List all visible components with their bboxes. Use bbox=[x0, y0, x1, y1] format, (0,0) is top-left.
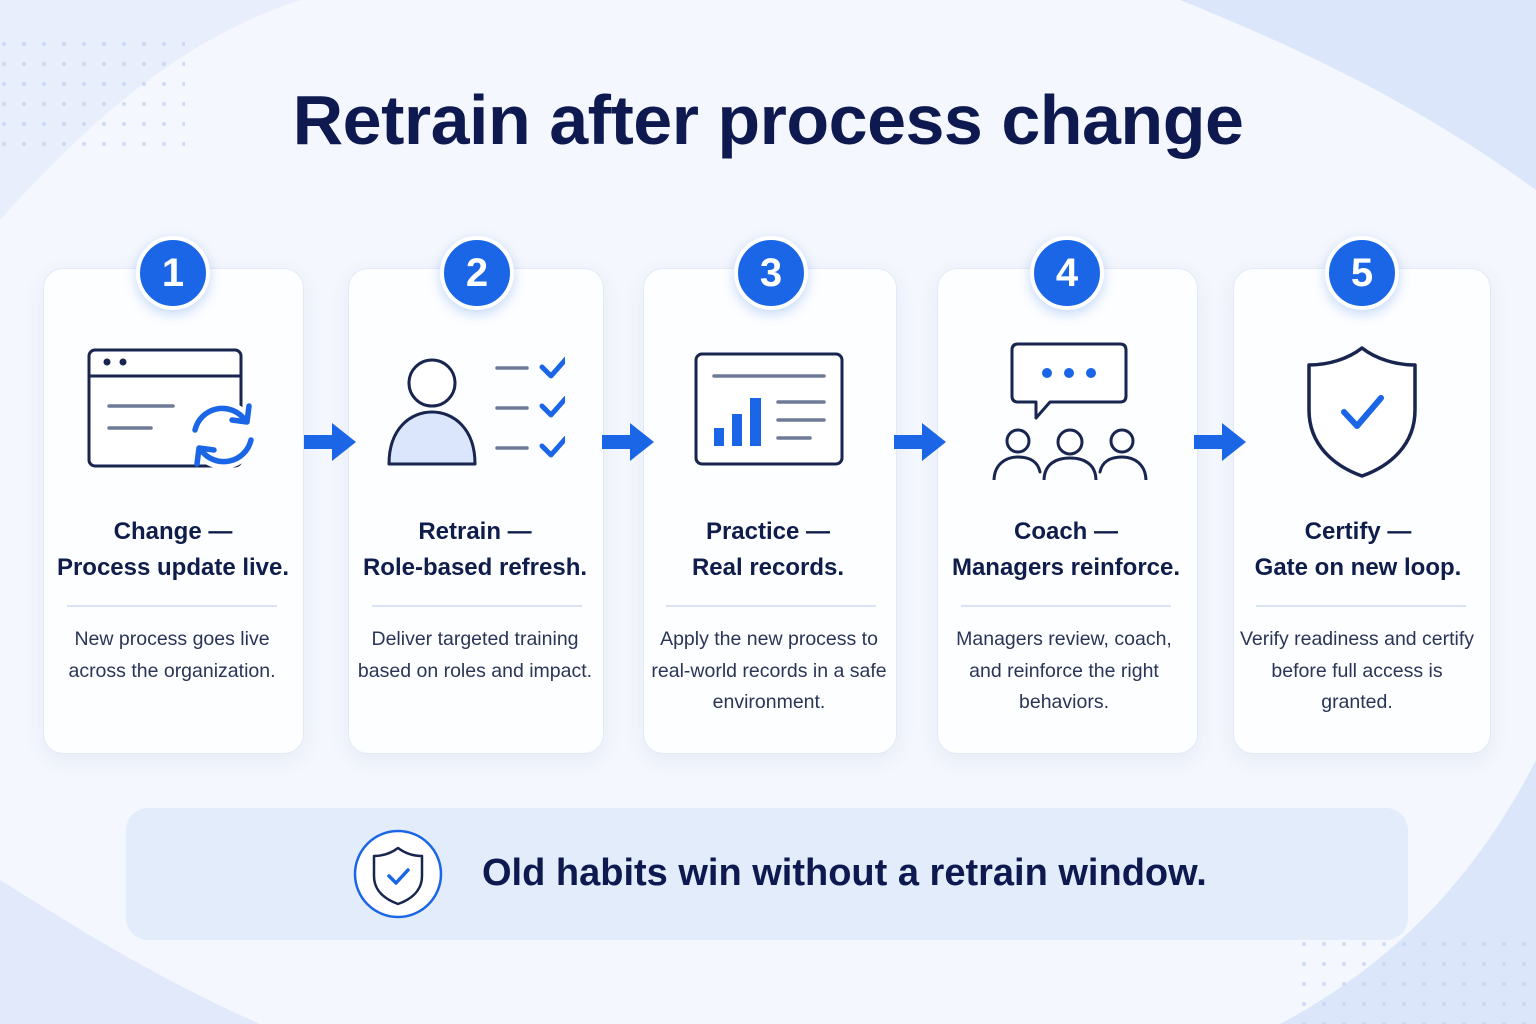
step-title-1-line1: Change — bbox=[113, 518, 233, 545]
step-number-badge-5: 5 bbox=[1325, 236, 1399, 310]
step-number-badge-4: 4 bbox=[1030, 236, 1104, 310]
step-number-badge-2: 2 bbox=[440, 236, 514, 310]
window-refresh-icon bbox=[87, 348, 257, 469]
step-title-3-line2: Real records. bbox=[691, 554, 845, 581]
step-title-4-line2: Managers reinforce. bbox=[951, 554, 1181, 581]
step-divider-4 bbox=[961, 605, 1171, 607]
step-title-5: Certify — Gate on new loop. bbox=[1228, 514, 1488, 586]
step-title-4: Coach — Managers reinforce. bbox=[936, 514, 1196, 586]
arrow-right-icon-2 bbox=[602, 423, 654, 461]
callout-text: Old habits win without a retrain window. bbox=[482, 852, 1207, 894]
chat-group-icon bbox=[992, 342, 1148, 480]
dashboard-chart-icon bbox=[694, 352, 844, 466]
step-divider-2 bbox=[372, 605, 582, 607]
step-title-3-line1: Practice — bbox=[705, 518, 831, 545]
step-description-5: Verify readiness and certify before full… bbox=[1239, 628, 1475, 713]
shield-check-icon bbox=[1307, 346, 1417, 478]
step-description-2: Deliver targeted training based on roles… bbox=[357, 628, 593, 682]
step-number-badge-3: 3 bbox=[734, 236, 808, 310]
arrow-right-icon-3 bbox=[894, 423, 946, 461]
callout-banner bbox=[126, 808, 1408, 940]
step-divider-3 bbox=[666, 605, 876, 607]
step-title-2-line2: Role-based refresh. bbox=[362, 554, 588, 581]
step-divider-5 bbox=[1256, 605, 1466, 607]
step-title-3: Practice — Real records. bbox=[638, 514, 898, 586]
step-description-1: New process goes live across the organiz… bbox=[68, 628, 276, 682]
person-checklist-icon bbox=[387, 356, 565, 466]
step-card-2 bbox=[348, 268, 604, 754]
step-card-5 bbox=[1233, 268, 1491, 754]
step-divider-1 bbox=[67, 605, 277, 607]
step-title-1: Change — Process update live. bbox=[43, 514, 303, 586]
step-title-5-line2: Gate on new loop. bbox=[1254, 554, 1462, 581]
step-title-1-line2: Process update live. bbox=[56, 554, 290, 581]
step-title-2-line1: Retrain — bbox=[418, 518, 532, 545]
step-description-3: Apply the new process to real-world reco… bbox=[651, 628, 887, 713]
step-number-badge-1: 1 bbox=[136, 236, 210, 310]
step-title-4-line1: Coach — bbox=[1013, 518, 1118, 545]
arrow-right-icon-1 bbox=[304, 423, 356, 461]
arrow-right-icon-4 bbox=[1194, 423, 1246, 461]
step-title-5-line1: Certify — bbox=[1304, 518, 1412, 545]
shield-check-icon bbox=[353, 829, 443, 919]
step-description-4: Managers review, coach, and reinforce th… bbox=[956, 628, 1172, 713]
page-title: Retrain after process change bbox=[292, 81, 1244, 159]
step-title-2: Retrain — Role-based refresh. bbox=[345, 514, 605, 586]
step-card-3 bbox=[643, 268, 897, 754]
